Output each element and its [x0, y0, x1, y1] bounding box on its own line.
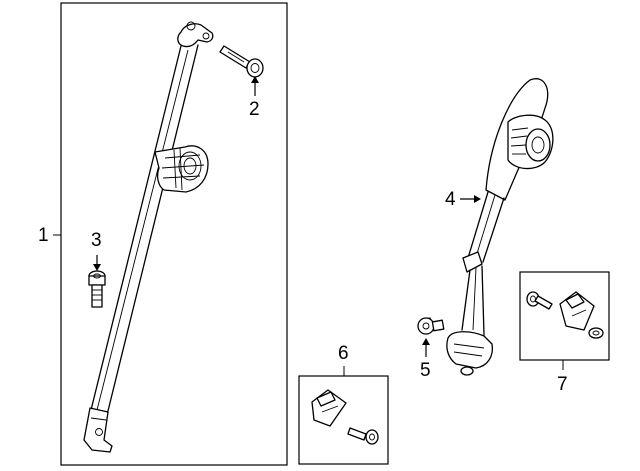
arrow-4 [474, 195, 481, 203]
bolt-5 [417, 317, 445, 335]
arrow-3 [93, 264, 101, 271]
assembly-1-box [60, 2, 288, 466]
bolt-2 [219, 45, 264, 78]
buckle-6 [311, 389, 347, 427]
arrow-5 [422, 338, 430, 345]
assembly-6-box [298, 375, 389, 465]
callout-7: 7 [557, 374, 568, 395]
bolt-6 [347, 427, 379, 445]
callout-2: 2 [249, 99, 260, 120]
buckle-7 [559, 291, 604, 339]
bolt-3 [88, 270, 106, 308]
callout-6: 6 [338, 343, 349, 364]
front-seat-belt-assembly [83, 21, 214, 453]
callout-1: 1 [38, 225, 49, 246]
rear-seat-belt-assembly [446, 78, 554, 376]
assembly-7-box [519, 271, 610, 361]
callout-4: 4 [445, 189, 456, 210]
arrow-2 [251, 76, 259, 83]
callout-3: 3 [91, 230, 102, 251]
callout-5: 5 [420, 360, 431, 381]
bolt-7 [526, 291, 553, 310]
